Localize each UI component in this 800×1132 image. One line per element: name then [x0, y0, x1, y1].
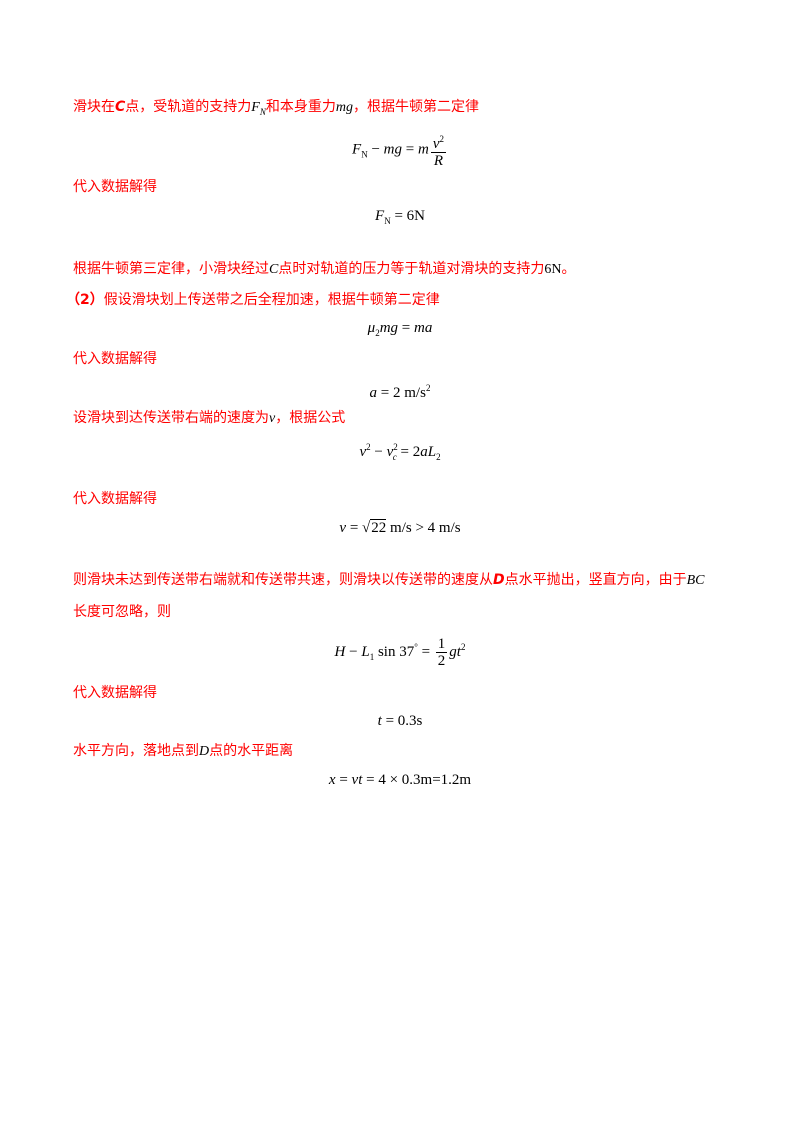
paragraph-part-2: （2）假设滑块划上传送带之后全程加速，根据牛顿第二定律: [66, 292, 440, 308]
equation-velocity-result: v = √22 m/s > 4 m/s: [339, 519, 461, 536]
equation-normal-force-result: FN = 6N: [375, 208, 425, 226]
paragraph-substitute-2: 代入数据解得: [73, 351, 157, 367]
paragraph-substitute-3: 代入数据解得: [73, 491, 157, 507]
paragraph-velocity-setup: 设滑块到达传送带右端的速度为v，根据公式: [73, 410, 346, 426]
paragraph-projectile: 则滑块未达到传送带右端就和传送带共速，则滑块以传送带的速度从D点水平抛出，竖直方…: [73, 572, 705, 588]
equation-acceleration: a = 2 m/s2: [369, 383, 431, 401]
paragraph-substitute-4: 代入数据解得: [73, 685, 157, 701]
paragraph-horizontal: 水平方向，落地点到D点的水平距离: [73, 743, 294, 759]
paragraph-bc-negligible: 长度可忽略，则: [73, 604, 171, 620]
equation-kinematics: v2 − v2c = 2aL2: [359, 442, 441, 462]
paragraph-newton-third-law: 根据牛顿第三定律，小滑块经过C点时对轨道的压力等于轨道对滑块的支持力6N。: [73, 261, 576, 277]
equation-horizontal-distance: x = vt = 4 × 0.3m=1.2m: [328, 772, 472, 788]
equation-time-result: t = 0.3s: [377, 713, 423, 729]
paragraph-substitute-1: 代入数据解得: [73, 179, 157, 195]
paragraph-force-at-c: 滑块在C点，受轨道的支持力FN和本身重力mg，根据牛顿第二定律: [73, 99, 479, 117]
equation-friction: μ2mg = ma: [367, 320, 433, 338]
